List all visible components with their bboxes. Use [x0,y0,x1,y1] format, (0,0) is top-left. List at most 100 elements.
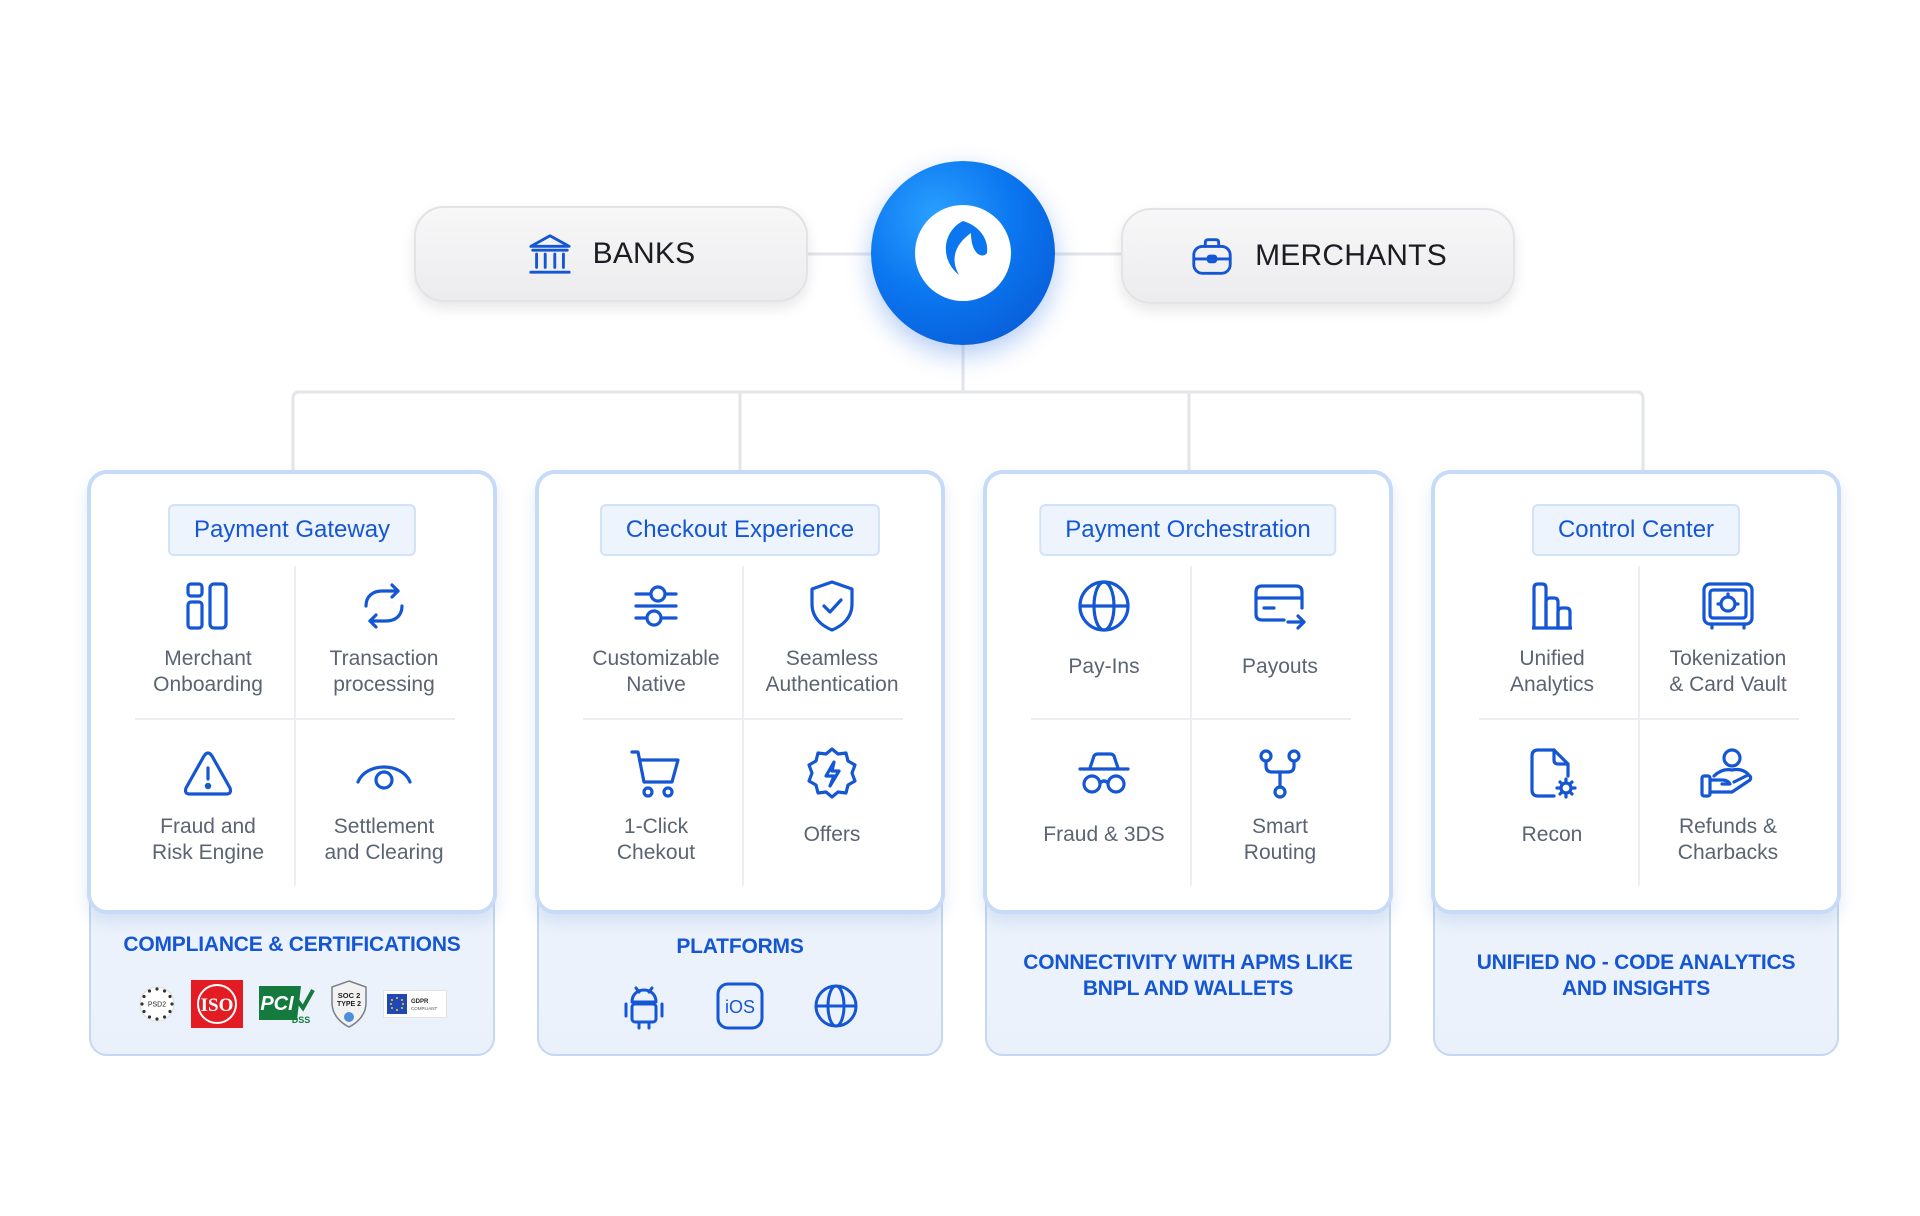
soc2-badge: SOC 2 TYPE 2 [329,979,369,1029]
feature-label: Fraud & 3DS [1043,823,1165,846]
analytics-label: UNIFIED NO - CODE ANALYTICS AND INSIGHTS [1476,951,1796,1000]
briefcase-icon [1192,238,1232,275]
divider [1638,566,1640,886]
svg-text:GDPR: GDPR [411,999,429,1005]
column-card: Control Center Unified Analytics [1431,470,1841,914]
card-arrow-icon [1254,584,1306,630]
svg-text:TYPE 2: TYPE 2 [337,1001,361,1008]
svg-text:DSS: DSS [292,1015,311,1025]
feature-payouts: Payouts [1195,578,1365,728]
divider [583,718,903,720]
psd2-badge: PSD2 [137,979,177,1029]
column-card: Checkout Experience Customizable Native … [535,470,945,914]
feature-recon: Recon [1467,746,1637,896]
feature-label: Seamless Authentication [765,647,899,696]
feature-transaction-processing: Transaction processing [299,578,469,728]
badge-text: PSD2 [148,1002,166,1009]
sliders-icon [634,585,678,627]
column-payment-orchestration: Payment Orchestration Pay-Ins [983,470,1393,1056]
refresh-cycle-icon [364,583,404,629]
feature-label: Transaction processing [329,647,439,696]
feature-label: Refunds & Charbacks [1677,815,1779,864]
routing-icon [1259,749,1301,799]
brand-logo-mark [915,205,1011,301]
feature-customizable-native: Customizable Native [571,578,741,728]
svg-text:SOC 2: SOC 2 [338,991,361,1000]
feature-label: Pay-Ins [1068,655,1140,678]
feature-label: Merchant Onboarding [153,647,263,696]
merchants-label: MERCHANTS [1255,239,1447,272]
bank-icon [529,234,571,274]
divider [135,718,455,720]
feature-tokenization-vault: Tokenization & Card Vault [1643,578,1813,728]
warning-triangle-icon [183,751,233,796]
compliance-label: COMPLIANCE & CERTIFICATIONS [123,933,461,956]
feature-label: Payouts [1242,655,1318,678]
feature-smart-routing: Smart Routing [1195,746,1365,896]
spy-glasses-icon [1078,752,1130,794]
feature-pay-ins: Pay-Ins [1019,578,1189,728]
column-title: Checkout Experience [599,504,881,556]
feature-fraud-3ds: Fraud & 3DS [1019,746,1189,896]
feature-label: Unified Analytics [1509,647,1595,696]
feature-refunds-chargebacks: Refunds & Charbacks [1643,746,1813,896]
banks-pill: BANKS [414,206,808,302]
globe-icon [814,984,858,1028]
divider [742,566,744,886]
globe-icon [1078,580,1130,632]
platform-icons: iOS [535,976,945,1036]
banks-label: BANKS [592,237,696,270]
feature-settlement-clearing: Settlement and Clearing [299,746,469,896]
ios-label: iOS [725,997,755,1017]
feature-label: Tokenization & Card Vault [1669,647,1787,696]
feature-unified-analytics: Unified Analytics [1467,578,1637,728]
feature-seamless-authentication: Seamless Authentication [747,578,917,728]
feature-fraud-risk: Fraud and Risk Engine [123,746,293,896]
shield-check-icon [810,580,854,632]
column-card: Payment Gateway Merchant Onboarding [87,470,497,914]
feature-label: Customizable Native [592,647,720,696]
eye-arc-icon [356,765,412,790]
hand-coin-icon [1700,748,1753,798]
feature-one-click-checkout: 1-Click Chekout [571,746,741,896]
vault-icon [1702,582,1754,630]
platforms-label: PLATFORMS [676,935,804,958]
feature-label: Settlement and Clearing [324,815,444,864]
file-gear-icon [1530,748,1577,799]
connectivity-label: CONNECTIVITY WITH APMS LIKE BNPL AND WAL… [1023,951,1353,1000]
column-card: Payment Orchestration Pay-Ins [983,470,1393,914]
bar-chart-icon [1532,582,1572,630]
divider [1190,566,1192,886]
divider [1031,718,1351,720]
feature-label: Fraud and Risk Engine [151,815,265,864]
gdpr-badge: GDPR COMPLIANT [383,979,447,1029]
feature-label: Smart Routing [1243,815,1317,864]
feature-label: Recon [1521,823,1583,846]
certification-badges: PSD2 ISO PCI DSS [87,976,497,1032]
divider [1479,718,1799,720]
feature-merchant-onboarding: Merchant Onboarding [123,578,293,728]
columns-layout-icon [186,582,228,630]
column-checkout-experience: Checkout Experience Customizable Native … [535,470,945,1056]
badge-text: ISO [201,995,234,1016]
divider [294,566,296,886]
cart-icon [630,750,680,798]
column-title: Control Center [1531,504,1741,556]
feature-offers: Offers [747,746,917,896]
badge-bolt-icon [807,747,857,799]
iso-badge: ISO [191,979,243,1029]
feature-label: Offers [803,823,861,846]
column-title: Payment Orchestration [1039,504,1337,556]
brand-logo [871,161,1055,345]
pci-dss-badge: PCI DSS [257,979,315,1029]
column-control-center: Control Center Unified Analytics [1431,470,1841,1056]
android-icon [624,986,664,1030]
feature-label: 1-Click Chekout [616,815,696,864]
column-title: Payment Gateway [167,504,417,556]
svg-text:COMPLIANT: COMPLIANT [411,1006,438,1011]
merchants-pill: MERCHANTS [1121,208,1515,304]
column-payment-gateway: Payment Gateway Merchant Onboarding [87,470,497,1056]
svg-text:PCI: PCI [260,993,294,1015]
ios-icon: iOS [716,982,764,1030]
